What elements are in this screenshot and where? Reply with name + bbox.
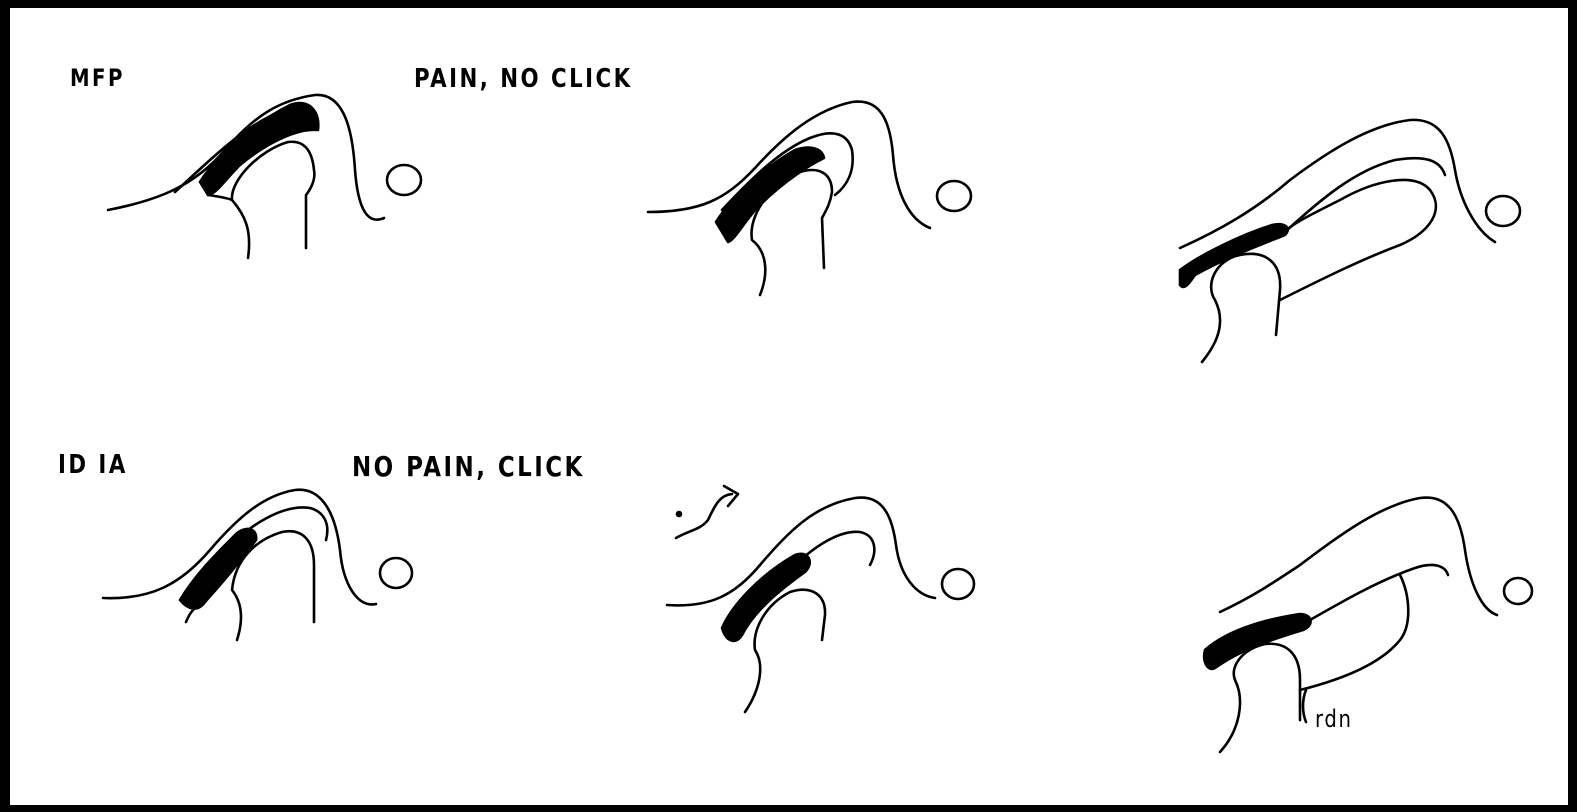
disc-posterior [208,195,232,200]
condyle [1202,254,1280,362]
label-pain-no-click: PAIN, NO CLICK [414,64,633,94]
label-id-ia: ID IA [58,450,128,480]
ear-canal [937,181,971,211]
fossa-lower [1280,180,1436,300]
fossa-lower [1300,575,1408,690]
joint-row1-open [1180,120,1520,362]
ear-canal [1504,578,1532,604]
joint-row2-open [1204,498,1532,752]
disc [1204,614,1310,669]
disc [722,554,810,641]
fossa-inner [1310,565,1448,620]
fossa-outline [1220,498,1497,615]
ear-canal [380,558,412,588]
joint-row1-closed [108,95,421,258]
condyle [1220,644,1300,752]
rdn-pointer [1303,690,1306,722]
joint-row2-closed [103,490,412,640]
click-dot [677,512,681,516]
label-no-pain-click: NO PAIN, CLICK [352,450,585,483]
label-mfp: MFP [70,64,125,92]
joint-row1-opening [648,102,971,295]
fossa-outline [1180,120,1495,248]
fossa-inner [1285,158,1445,232]
ear-canal [387,165,421,195]
label-rdn: rdn [1315,705,1353,733]
joint-row2-opening [667,486,974,712]
ear-canal [942,569,974,599]
ear-canal [1486,196,1520,226]
click-arrow [676,494,732,538]
